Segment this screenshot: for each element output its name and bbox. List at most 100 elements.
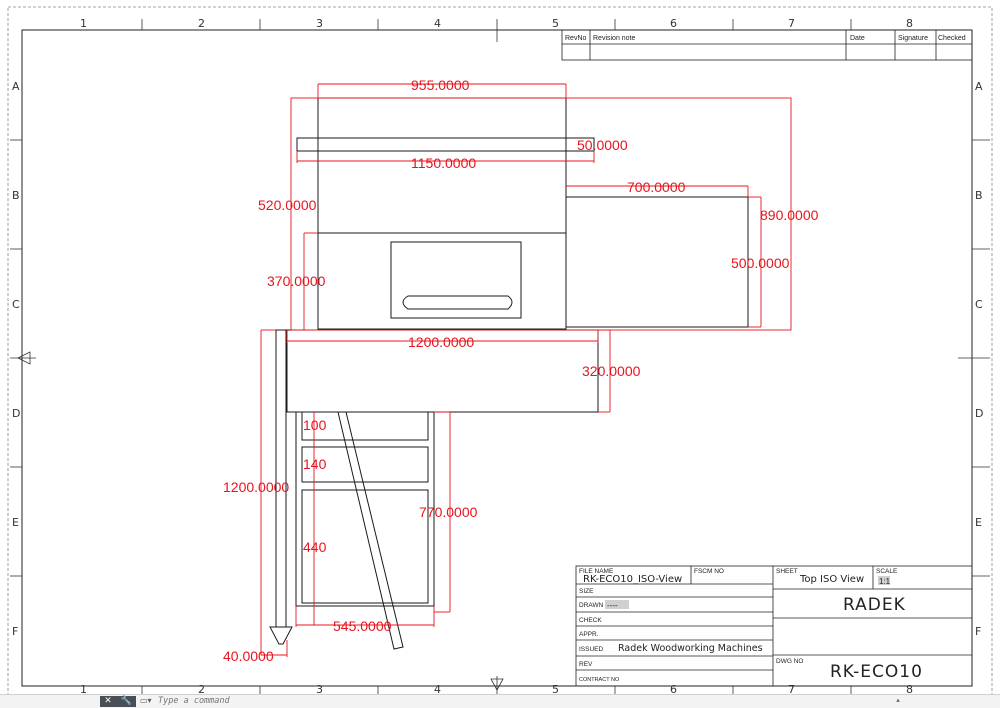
wrench-icon[interactable]: 🔧 [120,696,132,706]
zone-row-b-left: B [12,189,20,202]
zone-col-4-bottom: 4 [434,683,441,696]
zone-col-7-top: 7 [788,17,795,30]
rev-header-date: Date [850,35,865,42]
zone-col-6-top: 6 [670,17,677,30]
side-table[interactable] [565,196,749,328]
dim-100: 100 [303,417,327,433]
front-panel[interactable] [390,241,522,319]
check-label: CHECK [579,617,602,624]
size-label: SIZE [579,588,594,595]
zone-row-f-right: F [975,625,981,638]
fscm-label: FSCM NO [694,568,724,575]
sheet-label: SHEET [776,568,798,575]
zone-ticks [10,19,990,695]
zone-col-4-top: 4 [434,17,441,30]
dim-700: 700.0000 [627,179,686,195]
appr-label: APPR. [579,631,599,638]
dim-50: 50.0000 [577,137,628,153]
dim-890: 890.0000 [760,207,819,223]
zone-col-1-bottom: 1 [80,683,87,696]
scale-label: SCALE [876,568,898,575]
company-name: RADEK [843,595,906,615]
rev-header-revno: RevNo [565,35,587,42]
zone-col-3-bottom: 3 [316,683,323,696]
zone-row-c-right: C [975,298,983,311]
machine-outline[interactable] [269,97,749,650]
dim-1200-horizontal: 1200.0000 [408,334,474,350]
stand-shelf-2 [301,446,429,483]
center-arrow-left-icon [17,351,31,365]
dim-370: 370.0000 [267,273,326,289]
rev-header-note: Revision note [593,35,636,42]
stand-shelf-1 [301,411,429,441]
zone-col-3-top: 3 [316,17,323,30]
rev-header-checked: Checked [938,35,966,42]
dim-320: 320.0000 [582,363,641,379]
zone-row-b-right: B [975,189,983,202]
dwg-label: DWG NO [776,658,803,665]
dimension-labels: 955.0000 1150.0000 50.0000 700.0000 520.… [223,77,819,664]
zone-row-e-left: E [12,516,19,529]
issued-value: Radek Woodworking Machines [618,643,763,654]
stand-frame[interactable] [295,411,435,607]
dim-1150: 1150.0000 [411,155,476,171]
dimension-lines [260,83,792,657]
dim-545: 545.0000 [333,618,392,634]
zone-col-5-top: 5 [552,17,559,30]
diagonal-strut[interactable] [337,411,404,650]
zone-col-7-bottom: 7 [788,683,795,696]
dwg-value: RK-ECO10 [830,662,923,682]
rev-label: REV [579,661,593,668]
scale-highlight [878,576,890,585]
top-rail[interactable] [296,137,595,152]
zone-row-d-left: D [12,407,20,420]
contract-label: CONTRACT NO [579,677,620,683]
file-name-value: RK-ECO10_ISO-View [583,574,682,585]
dim-1200-vertical: 1200.0000 [223,479,289,495]
command-bar: ✕ 🔧 ▭▾ ▴ [0,694,1000,708]
zone-col-8-bottom: 8 [906,683,913,696]
zone-row-d-right: D [975,407,983,420]
dim-40: 40.0000 [223,648,274,664]
center-arrow-bottom-icon [490,678,504,691]
title-block-text: FILE NAME RK-ECO10_ISO-View FSCM NO SHEE… [579,568,923,683]
zone-col-2-bottom: 2 [198,683,205,696]
sheet-value: Top ISO View [799,574,864,585]
title-block [575,565,973,687]
dim-140: 140 [303,456,327,472]
drawn-label: DRAWN [579,602,604,609]
dim-440: 440 [303,539,327,555]
paper-boundary [7,6,993,696]
close-icon[interactable]: ✕ [104,696,112,706]
zone-col-5-bottom: 5 [552,683,559,696]
drawing-frame [21,29,973,687]
file-name-label: FILE NAME [579,568,614,575]
zone-row-f-left: F [12,625,18,638]
zone-col-8-top: 8 [906,17,913,30]
issued-label: ISSUED [579,646,604,653]
dim-955: 955.0000 [411,77,470,93]
zone-col-2-top: 2 [198,17,205,30]
panel-slot[interactable] [402,295,513,310]
command-input[interactable] [158,695,898,707]
rev-header-signature: Signature [898,35,928,42]
dim-520: 520.0000 [258,197,317,213]
zone-col-6-bottom: 6 [670,683,677,696]
zone-row-c-left: C [12,298,20,311]
zone-labels: 1 2 3 4 5 6 7 8 1 2 3 4 5 6 7 8 A B C D … [12,17,983,696]
zone-row-a-left: A [12,80,20,93]
scroll-up-icon[interactable]: ▴ [896,696,900,704]
zone-row-a-right: A [975,80,983,93]
command-toolbar: ✕ 🔧 [100,696,136,707]
revision-table: RevNo Revision note Date Signature Check… [561,29,973,61]
dim-500: 500.0000 [731,255,790,271]
scale-value: 1:1 [879,577,891,586]
command-history-icon[interactable]: ▭▾ [140,696,152,705]
dim-770: 770.0000 [419,504,478,520]
leg-foot [269,626,293,645]
main-body[interactable] [317,97,567,330]
drawn-value: ---- [607,601,618,610]
zone-col-1-top: 1 [80,17,87,30]
zone-row-e-right: E [975,516,982,529]
